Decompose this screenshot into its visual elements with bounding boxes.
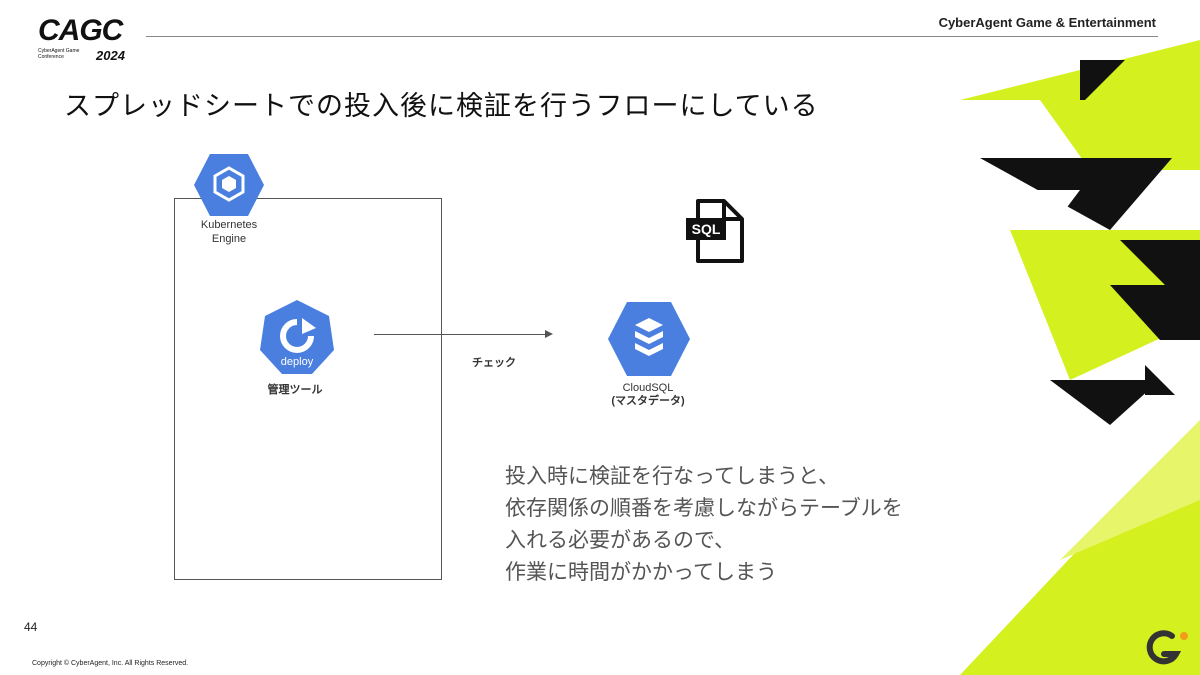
- check-arrow-line: [374, 334, 546, 335]
- watermark-logo-icon: [1146, 630, 1188, 665]
- company-name: CyberAgent Game & Entertainment: [938, 15, 1156, 30]
- management-system-box: [174, 198, 442, 580]
- sql-icon-text: SQL: [692, 221, 721, 237]
- note-line: 作業に時間がかかってしまう: [505, 560, 777, 584]
- slide-title: スプレッドシートでの投入後に検証を行うフローにしている: [64, 91, 819, 122]
- logo-main-text: CAGC: [38, 14, 123, 47]
- decorative-triangles: [960, 40, 1200, 675]
- kubernetes-engine-label: Kubernetes Engine: [200, 219, 258, 245]
- cloudsql-label: CloudSQL (マスタデータ): [611, 382, 685, 407]
- logo-sub-text: CyberAgent Game Conference: [38, 48, 80, 60]
- deploy-icon: deploy: [260, 300, 334, 374]
- explanation-note: 投入時に検証を行なってしまうと、 依存関係の順番を考慮しながらテーブルを 入れる…: [505, 460, 903, 588]
- deploy-icon-text: deploy: [281, 356, 314, 368]
- note-line: 入れる必要があるので、: [505, 528, 736, 552]
- cloudsql-icon: [608, 302, 690, 376]
- note-line: 依存関係の順番を考慮しながらテーブルを: [505, 496, 903, 520]
- page-number: 44: [24, 620, 38, 634]
- header-divider: [146, 36, 1158, 37]
- check-arrow-head: [545, 330, 553, 338]
- sql-file-icon: SQL: [686, 199, 744, 263]
- management-tool-label: 管理ツール: [267, 383, 323, 396]
- note-line: 投入時に検証を行なってしまうと、: [505, 464, 840, 488]
- kubernetes-engine-icon: [194, 154, 264, 216]
- logo-year-text: 2024: [96, 48, 125, 63]
- check-label: チェック: [472, 356, 516, 369]
- cagc-logo: CAGC CyberAgent Game Conference 2024: [38, 14, 138, 64]
- copyright-text: Copyright © CyberAgent, Inc. All Rights …: [32, 660, 189, 667]
